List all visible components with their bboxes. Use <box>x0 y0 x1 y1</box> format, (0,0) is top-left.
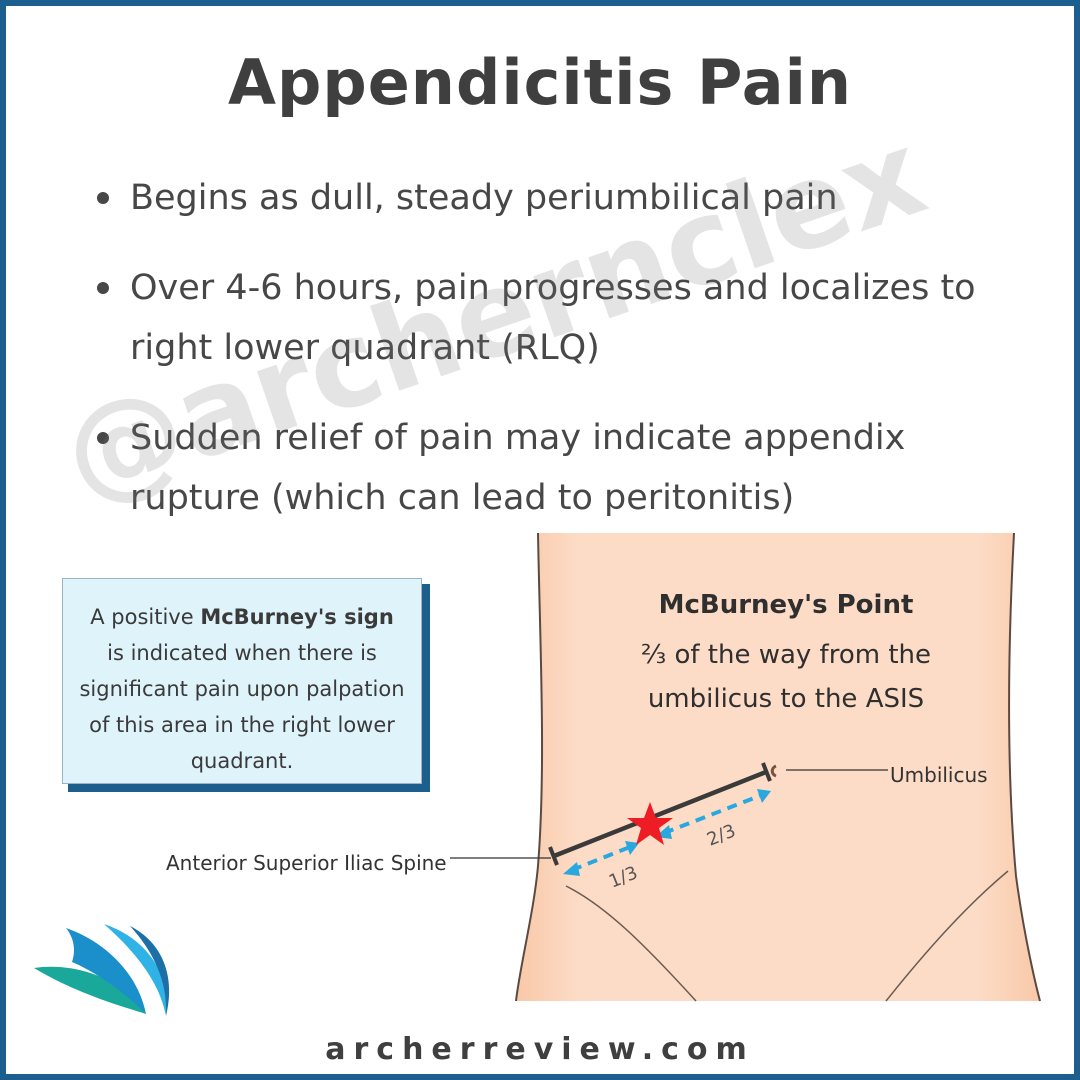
abdomen-diagram: 1/3 2/3 <box>34 532 1041 1016</box>
one-third-arrow <box>563 841 639 876</box>
bullet-text: Over 4-6 hours, pain progresses and loca… <box>130 268 976 368</box>
bullet-item: Sudden relief of pain may indicate appen… <box>92 408 1032 528</box>
bullet-list: Begins as dull, steady periumbilical pai… <box>92 168 1032 558</box>
bullet-dot <box>97 192 109 204</box>
bullet-text: Sudden relief of pain may indicate appen… <box>130 418 906 518</box>
mcburney-callout: A positive McBurney's sign is indicated … <box>62 578 422 784</box>
bullet-item: Over 4-6 hours, pain progresses and loca… <box>92 258 1032 378</box>
mcburney-description: ⅔ of the way from the umbilicus to the A… <box>640 640 931 714</box>
asis-label: Anterior Superior Iliac Spine <box>166 851 447 875</box>
torso-right-edge <box>1008 532 1041 1002</box>
callout-text-pre: A positive <box>90 605 201 629</box>
measure-end-asis <box>548 846 559 866</box>
measure-end-umbilicus <box>761 762 772 782</box>
left-groin-line <box>565 885 697 1002</box>
bullet-dot <box>97 282 109 294</box>
torso-left-edge <box>515 532 544 1002</box>
archer-logo <box>34 924 170 1016</box>
callout-text-post: is indicated when there is significant p… <box>79 641 405 773</box>
umbilicus-label: Umbilicus <box>890 763 988 787</box>
footer-url[interactable]: archerreview.com <box>325 1032 755 1067</box>
mcburney-title: McBurney's Point <box>658 590 914 620</box>
torso-shape <box>516 533 1040 1001</box>
measure-line <box>553 769 767 859</box>
bullet-text: Begins as dull, steady periumbilical pai… <box>130 178 838 218</box>
page-title: Appendicitis Pain <box>228 46 852 119</box>
mcburney-point-star <box>627 802 673 845</box>
bullet-item: Begins as dull, steady periumbilical pai… <box>92 168 1032 228</box>
bullet-dot <box>97 432 109 444</box>
umbilicus-mark <box>770 764 777 778</box>
right-groin-line <box>885 870 1009 1002</box>
callout-text-bold: McBurney's sign <box>200 605 394 629</box>
